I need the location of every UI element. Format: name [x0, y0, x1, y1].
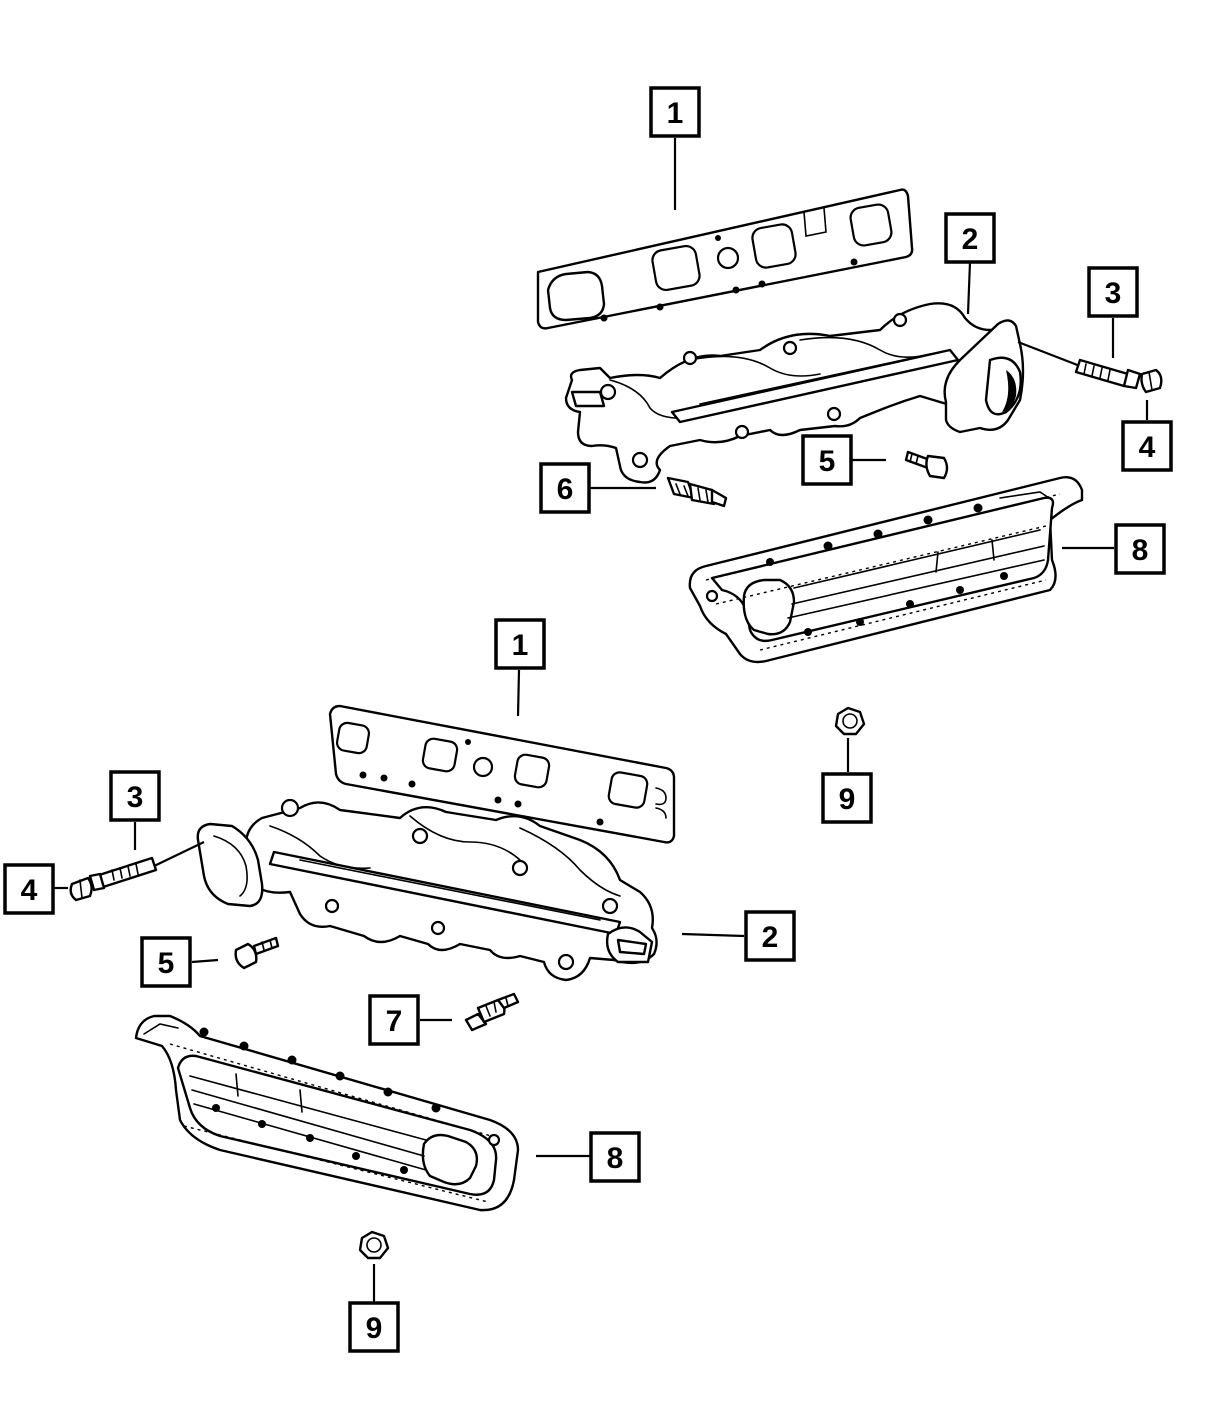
svg-text:9: 9 [366, 1312, 383, 1345]
upper-manifold [564, 302, 1025, 484]
callout-lower-nut: 4 [3, 863, 55, 915]
lower-bolt-leader [191, 958, 219, 964]
lower-gasket-leader [516, 669, 521, 717]
svg-text:1: 1 [667, 97, 684, 130]
lower-heat-shield [134, 1014, 520, 1212]
callout-lower-heat-shield: 8 [589, 1131, 641, 1183]
svg-text:3: 3 [1105, 277, 1122, 310]
callout-upper-manifold: 2 [944, 212, 996, 264]
svg-text:2: 2 [962, 223, 979, 256]
callout-upper-bolt: 5 [801, 434, 853, 486]
callout-upper-shield-nut: 9 [821, 772, 873, 824]
callout-lower-manifold: 2 [744, 910, 796, 962]
svg-text:4: 4 [21, 874, 38, 907]
upper-shield-nut [834, 706, 866, 736]
upper-nut [1140, 368, 1163, 394]
callout-upper-nut: 4 [1121, 420, 1173, 472]
svg-text:8: 8 [607, 1142, 624, 1175]
svg-text:4: 4 [1139, 431, 1156, 464]
svg-text:3: 3 [127, 781, 144, 814]
svg-text:5: 5 [158, 947, 175, 980]
callout-upper-gasket: 1 [649, 86, 701, 138]
svg-text:9: 9 [839, 783, 856, 816]
callout-lower-shield-nut: 9 [348, 1301, 400, 1353]
callout-upper-sensor: 6 [539, 462, 591, 514]
lower-nut [69, 876, 93, 902]
callout-lower-gasket: 1 [494, 618, 546, 670]
upper-bolt [904, 450, 949, 480]
lower-shield-nut [358, 1230, 390, 1260]
lower-manifold-leader [681, 932, 745, 938]
lower-bolt [234, 936, 280, 970]
svg-text:2: 2 [762, 921, 779, 954]
upper-gasket [536, 188, 914, 330]
lower-gasket [328, 704, 676, 844]
upper-stud [1017, 340, 1142, 390]
lower-sensor [464, 992, 520, 1032]
callout-upper-heat-shield: 8 [1114, 523, 1166, 575]
svg-text:7: 7 [386, 1005, 403, 1038]
svg-text:6: 6 [557, 473, 574, 506]
lower-stud [88, 841, 205, 892]
callout-lower-stud: 3 [109, 770, 161, 822]
callout-lower-sensor: 7 [368, 994, 420, 1046]
svg-text:1: 1 [512, 629, 529, 662]
svg-text:8: 8 [1132, 534, 1149, 567]
callout-upper-stud: 3 [1087, 266, 1139, 318]
upper-manifold-leader [966, 261, 972, 315]
lower-manifold [196, 798, 658, 982]
upper-heat-shield [688, 476, 1084, 664]
upper-sensor [666, 476, 728, 508]
callout-lower-bolt: 5 [140, 936, 192, 988]
svg-text:5: 5 [819, 445, 836, 478]
